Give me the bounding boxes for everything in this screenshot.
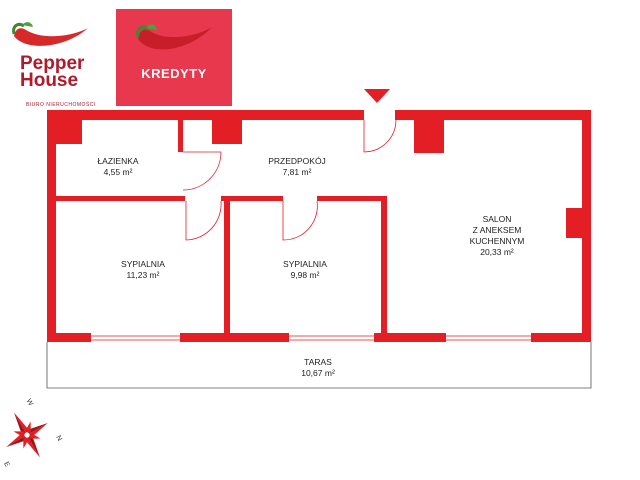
- chili-pepper-icon: [12, 22, 88, 46]
- room-area: 9,98 m²: [290, 270, 320, 280]
- pillar: [414, 120, 444, 153]
- room-taras: TARAS 10,67 m²: [301, 357, 335, 379]
- room-name: SYPIALNIA: [121, 259, 165, 269]
- room-sypialnia-1: SYPIALNIA 11,23 m²: [121, 259, 165, 281]
- entrance-arrow-icon: [364, 89, 390, 103]
- wall-top-right: [395, 110, 591, 120]
- wall-bath-bottom: [52, 196, 185, 201]
- room-area: 11,23 m²: [126, 270, 160, 280]
- walls: [47, 110, 591, 342]
- compass-rose-icon: [6, 412, 48, 458]
- wall-bed-divider: [224, 196, 230, 336]
- room-salon: SALON Z ANEKSEM KUCHENNYM 20,33 m²: [470, 214, 525, 258]
- room-name: PRZEDPOKÓJ: [268, 156, 326, 166]
- room-name: SALON: [482, 214, 512, 224]
- bedroom1-door: [185, 200, 222, 241]
- wall-top-left: [47, 110, 364, 120]
- logo-word-house: House: [20, 70, 79, 91]
- room-area: 7,81 m²: [282, 167, 312, 177]
- entrance-door: [363, 119, 397, 153]
- room-area: 4,55 m²: [103, 167, 133, 177]
- room-area: 20,33 m²: [480, 247, 514, 257]
- wall-left: [47, 110, 56, 340]
- wall-bottom-2: [180, 333, 289, 342]
- wall-salon-left: [381, 196, 387, 336]
- windows: [91, 335, 531, 341]
- room-area: 10,67 m²: [301, 368, 335, 378]
- chili-pepper-icon: [136, 24, 212, 50]
- bedroom2-door: [282, 200, 318, 241]
- wall-bed2-top-b: [317, 196, 387, 201]
- kredyty-banner[interactable]: KREDYTY: [116, 9, 232, 106]
- room-przedpokoj: PRZEDPOKÓJ 7,81 m²: [268, 156, 326, 178]
- room-name: TARAS: [304, 357, 332, 367]
- wall-bottom-1: [47, 333, 91, 342]
- room-name: KUCHENNYM: [469, 236, 525, 246]
- wall-bath-right: [178, 118, 183, 152]
- logo-word-pepper: Pepper: [20, 53, 85, 74]
- door-swings: [182, 119, 397, 241]
- logo-subtitle: BIURO NIERUCHOMOŚCI: [26, 102, 96, 108]
- room-name: SYPIALNIA: [283, 259, 327, 269]
- bath-door: [182, 151, 222, 191]
- compass-rose: W N E: [0, 395, 70, 475]
- wall-bed2-top-a: [221, 196, 283, 201]
- wall-right: [582, 110, 591, 340]
- room-name: Z ANEKSEM: [472, 225, 522, 235]
- room-name: ŁAZIENKA: [97, 156, 139, 166]
- room-sypialnia-2: SYPIALNIA 9,98 m²: [283, 259, 327, 281]
- terrace-outline: [46, 342, 592, 389]
- wall-bottom-3: [374, 333, 446, 342]
- wall-bottom-4: [531, 333, 591, 342]
- room-lazienka: ŁAZIENKA 4,55 m²: [97, 156, 138, 178]
- pillar: [56, 120, 82, 144]
- pillar: [212, 120, 242, 144]
- pillar: [566, 208, 582, 238]
- pepper-house-logo: Pepper House BIURO NIERUCHOMOŚCI: [6, 14, 106, 108]
- kredyty-label: KREDYTY: [141, 66, 207, 81]
